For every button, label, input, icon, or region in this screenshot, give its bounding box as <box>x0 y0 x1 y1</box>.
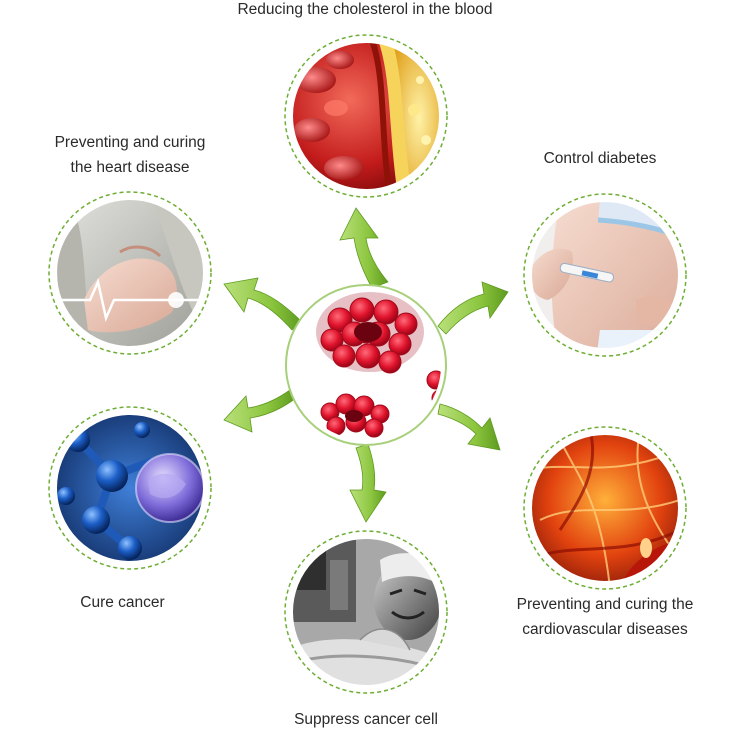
arrows <box>223 207 509 523</box>
arrow-lower-left-icon <box>223 389 297 433</box>
caption-cholesterol: Reducing the cholesterol in the blood <box>237 1 493 18</box>
caption-diabetes: Control diabetes <box>543 150 657 167</box>
caption-suppress-cancer-cell: Suppress cancer cell <box>294 711 438 728</box>
cardiovascular-image <box>523 426 687 590</box>
raspberry-small <box>320 393 390 438</box>
artery-image <box>284 34 448 198</box>
raspberry-center-image <box>285 284 447 446</box>
arrow-lower-right-icon <box>437 403 501 451</box>
cancer-image <box>48 406 212 570</box>
arrow-up-icon <box>339 207 389 289</box>
diabetes-image <box>523 193 687 357</box>
heart-disease-image <box>48 191 212 355</box>
raspberry-large <box>316 292 424 374</box>
arrow-upper-left-icon <box>223 277 303 331</box>
caption-cure-cancer: Cure cancer <box>80 594 165 611</box>
caption-heart-disease: Preventing and curing the heart disease <box>54 134 206 176</box>
arrow-upper-right-icon <box>437 281 509 335</box>
patient-image <box>284 530 448 694</box>
arrow-down-icon <box>349 443 387 523</box>
caption-cardiovascular: Preventing and curing the cardiovascular… <box>516 596 694 638</box>
